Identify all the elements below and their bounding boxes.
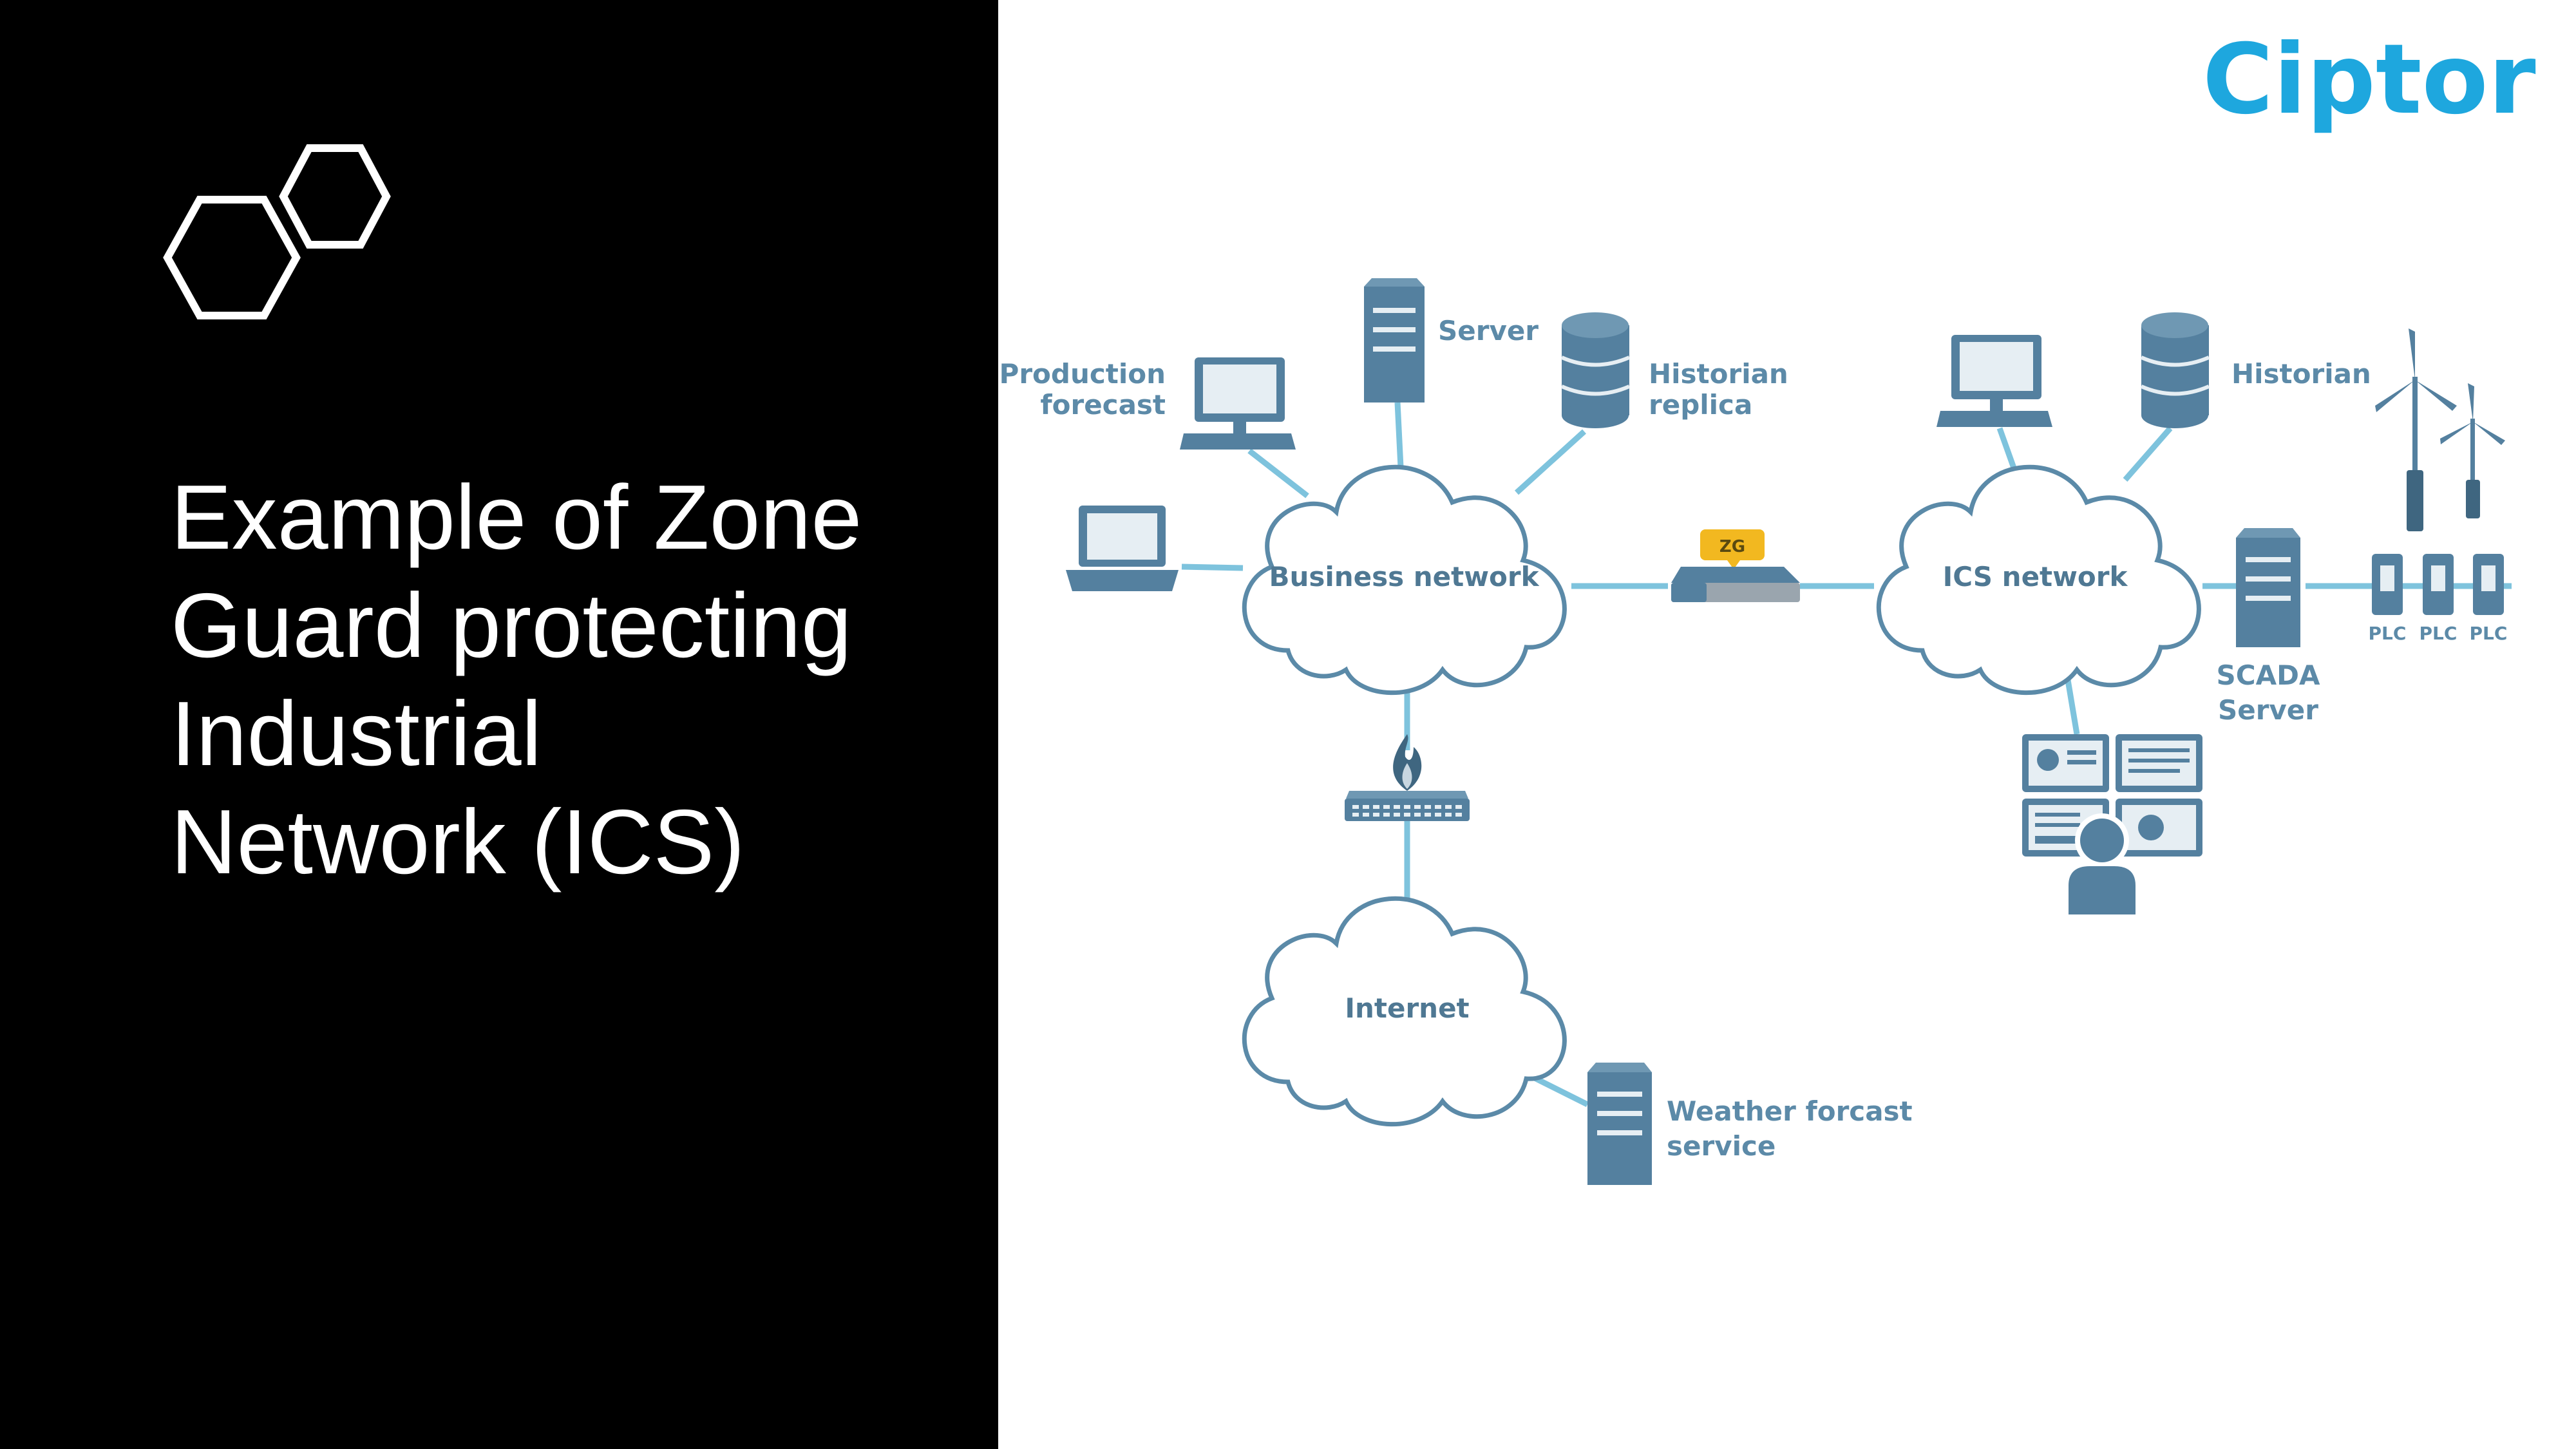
production-forecast-label-line2: forecast: [1040, 389, 1166, 421]
title-line: Network (ICS): [171, 791, 745, 893]
historian-replica-label-line2: replica: [1649, 389, 1752, 421]
ics-network-cloud: ICS network: [1876, 464, 2201, 696]
weather-service-label-line1: Weather forcast: [1667, 1095, 1913, 1127]
firewall-icon: [1345, 734, 1470, 821]
wind-turbine-icon: [2375, 328, 2505, 531]
title-panel: Example of Zone Guard protecting Industr…: [0, 0, 998, 1449]
plc-icon: [2372, 554, 2504, 615]
ics-desktop-icon: [1937, 335, 2052, 427]
weather-service-label-line2: service: [1667, 1130, 1776, 1162]
business-network-cloud: Business network: [1242, 464, 1567, 696]
title-line: Example of Zone: [171, 466, 862, 569]
plc-label: PLC: [2420, 623, 2458, 644]
internet-label: Internet: [1345, 992, 1469, 1024]
scada-server-label-line2: Server: [2218, 694, 2318, 726]
zone-guard-device-icon: ZG: [1671, 529, 1800, 602]
server-icon: [1364, 278, 1425, 402]
ics-network-label: ICS network: [1943, 561, 2128, 592]
internet-cloud: Internet: [1242, 896, 1567, 1127]
plc-label: PLC: [2470, 623, 2508, 644]
scada-server-label-line1: SCADA: [2217, 659, 2320, 691]
business-network-label: Business network: [1269, 561, 1539, 592]
plc-label: PLC: [2369, 623, 2407, 644]
title-line: Guard protecting: [171, 574, 852, 677]
scada-server-icon: [2236, 528, 2300, 647]
ciptor-logo: Ciptor: [2202, 24, 2536, 136]
database-icon: [1560, 312, 1631, 428]
zone-guard-badge: ZG: [1719, 537, 1745, 556]
laptop-icon: [1066, 506, 1179, 591]
server-label: Server: [1438, 315, 1539, 346]
logo-text: Ciptor: [2202, 24, 2536, 136]
desktop-computer-icon: [1180, 357, 1296, 450]
weather-service-server-icon: [1587, 1063, 1652, 1185]
production-forecast-label-line1: Production: [999, 358, 1166, 390]
network-diagram: Business network ICS network Internet Pr…: [999, 278, 2512, 1185]
historian-replica-label-line1: Historian: [1649, 358, 1788, 390]
network-clouds: Business network ICS network Internet: [1242, 464, 2201, 1127]
operator-workstation-icon: [2022, 734, 2202, 914]
historian-database-icon: [2140, 312, 2210, 428]
slide-title: Example of Zone Guard protecting Industr…: [171, 464, 982, 896]
historian-label: Historian: [2231, 358, 2371, 390]
title-line: Industrial: [171, 683, 542, 785]
hexagon-logo-icon: [163, 144, 391, 319]
